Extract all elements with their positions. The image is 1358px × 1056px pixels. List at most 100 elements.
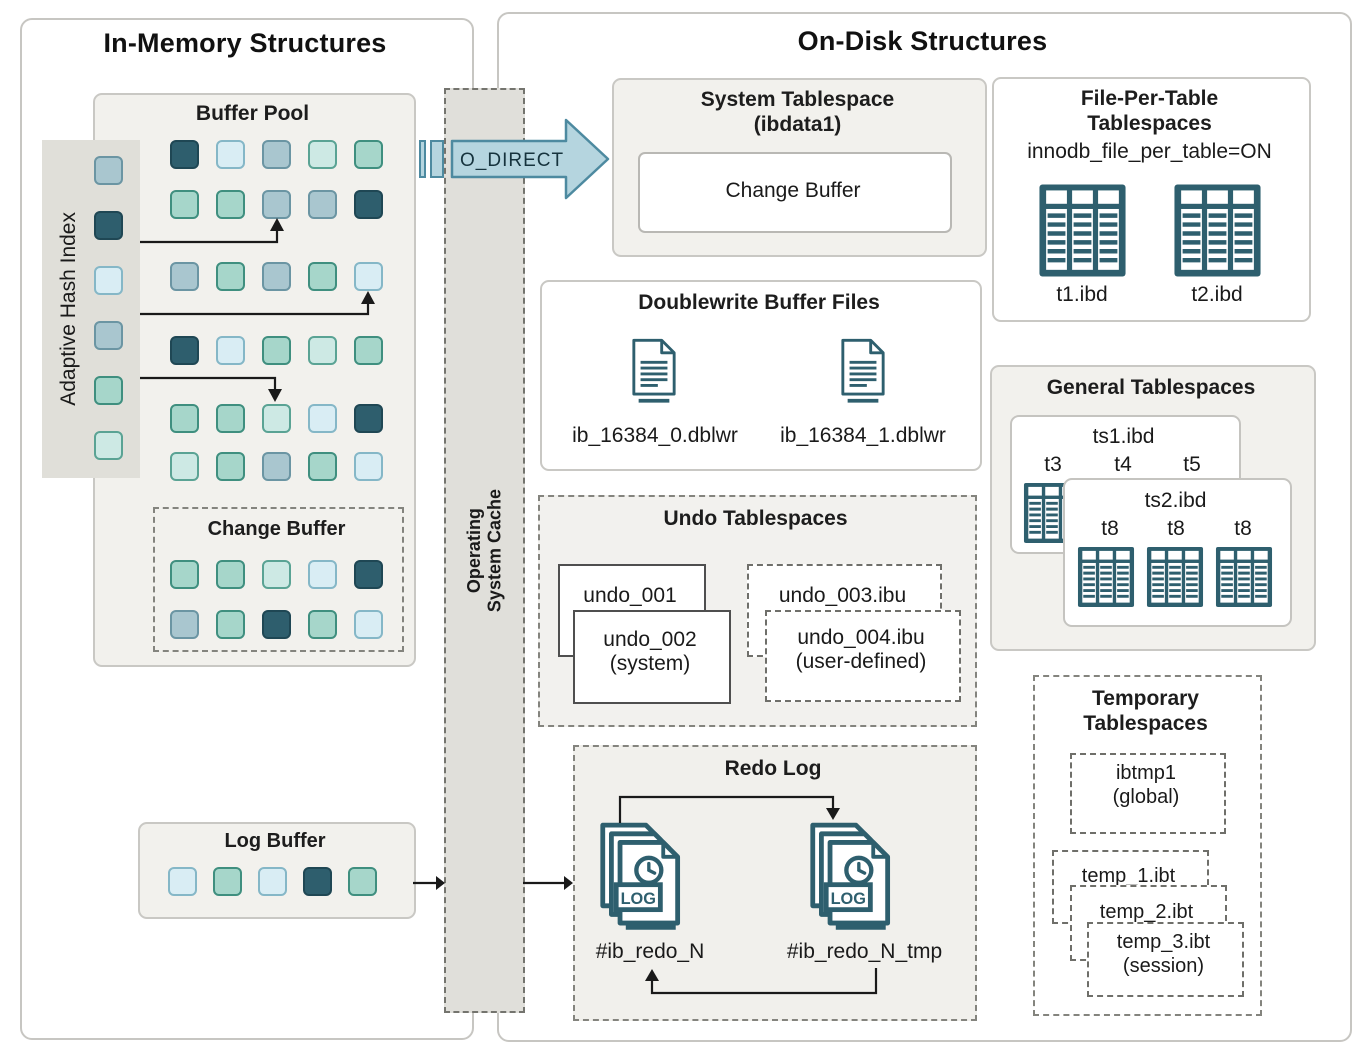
page-cell-bluegray <box>170 610 199 639</box>
change-buffer-box <box>153 507 404 652</box>
adaptive-hash-index-label-wrap: Adaptive Hash Index <box>42 140 96 478</box>
page-cell-paleteal <box>170 452 199 481</box>
page-cell-teal <box>354 140 383 169</box>
page-cell-paleteal <box>262 560 291 589</box>
temporary-title-line2: Tablespaces <box>1083 712 1208 735</box>
page-cell-teal <box>170 560 199 589</box>
doublewrite-box <box>540 280 982 471</box>
page-cell-paleblue <box>216 140 245 169</box>
t2-ibd-label: t2.ibd <box>1191 283 1243 306</box>
page-cell-paleteal <box>308 336 337 365</box>
ts1-label: ts1.ibd <box>1092 425 1155 448</box>
undo-002-box <box>573 610 731 704</box>
temporary-title-line1: Temporary <box>1092 687 1199 710</box>
page-cell-teal <box>262 336 291 365</box>
doublewrite-file2-label: ib_16384_1.dblwr <box>780 424 946 447</box>
buffer-pool-row <box>170 140 383 169</box>
page-cell-bluegray <box>262 140 291 169</box>
document-icon <box>839 336 887 406</box>
ts1-table-label: t4 <box>1114 453 1132 476</box>
log-buffer-title: Log Buffer <box>224 830 326 852</box>
document-icon <box>630 336 678 406</box>
log-buffer-row <box>168 867 377 896</box>
temp1-label: temp_1.ibt <box>1081 865 1176 887</box>
buffer-pool-row <box>170 190 383 219</box>
page-cell-bluegray <box>262 262 291 291</box>
ibtmp1-label: ibtmp1 <box>1115 762 1177 784</box>
buffer-pool-title: Buffer Pool <box>195 102 310 125</box>
ts2-label: ts2.ibd <box>1144 489 1207 512</box>
undo-004-box <box>765 610 961 702</box>
buffer-pool-row <box>170 336 383 365</box>
undo-tablespaces-title: Undo Tablespaces <box>663 507 848 530</box>
table-icon <box>1215 546 1273 608</box>
undo-003-label: undo_003.ibu <box>778 584 907 607</box>
system-change-buffer-label: Change Buffer <box>725 179 861 202</box>
page-cell-teal <box>170 404 199 433</box>
table-icon <box>1077 546 1135 608</box>
page-cell-teal <box>354 336 383 365</box>
page-cell-bluegray <box>94 321 123 350</box>
change-buffer-row <box>170 560 383 589</box>
temp2-label: temp_2.ibt <box>1099 901 1194 923</box>
page-cell-dark <box>170 140 199 169</box>
redo-log-title: Redo Log <box>724 757 822 780</box>
page-cell-bluegray <box>170 262 199 291</box>
redo-file2-label: #ib_redo_N_tmp <box>786 940 943 963</box>
page-cell-dark <box>303 867 332 896</box>
ts1-table-label: t3 <box>1044 453 1062 476</box>
page-cell-teal <box>216 452 245 481</box>
page-cell-bluegray <box>94 156 123 185</box>
undo-001-label: undo_001 <box>583 584 677 607</box>
page-cell-paleblue <box>354 452 383 481</box>
ibtmp1-box <box>1070 753 1226 834</box>
doublewrite-file1-label: ib_16384_0.dblwr <box>572 424 738 447</box>
buffer-pool-row <box>170 262 383 291</box>
in-memory-title: In-Memory Structures <box>103 28 387 58</box>
system-change-buffer-box <box>638 152 952 233</box>
change-buffer-title: Change Buffer <box>207 518 346 540</box>
t1-ibd-label: t1.ibd <box>1056 283 1108 306</box>
ts2-table-label: t8 <box>1101 517 1119 540</box>
page-cell-paleblue <box>258 867 287 896</box>
page-cell-paleblue <box>308 404 337 433</box>
page-cell-teal <box>348 867 377 896</box>
adaptive-hash-index-cells <box>94 156 123 460</box>
table-icon <box>1172 183 1263 278</box>
page-cell-paleteal <box>94 431 123 460</box>
page-cell-dark <box>94 211 123 240</box>
undo-004-label: undo_004.ibu <box>797 626 925 649</box>
page-cell-dark <box>354 560 383 589</box>
page-cell-teal <box>216 404 245 433</box>
on-disk-title: On-Disk Structures <box>797 26 1048 56</box>
page-cell-teal <box>170 190 199 219</box>
page-cell-paleblue <box>94 266 123 295</box>
page-cell-dark <box>170 336 199 365</box>
os-cache-label: Operating System Cache <box>464 489 505 612</box>
page-cell-teal <box>308 610 337 639</box>
doublewrite-title: Doublewrite Buffer Files <box>638 291 880 314</box>
ts2-table-label: t8 <box>1234 517 1252 540</box>
os-cache-label-line2: System Cache <box>484 488 505 613</box>
buffer-pool-row <box>170 452 383 481</box>
page-cell-paleblue <box>354 262 383 291</box>
os-cache-strip: Operating System Cache <box>444 88 525 1013</box>
undo-002-label: undo_002 <box>603 628 697 651</box>
page-cell-paleteal <box>308 140 337 169</box>
page-cell-paleblue <box>168 867 197 896</box>
temp3-sublabel: (session) <box>1122 955 1205 977</box>
page-cell-teal <box>216 190 245 219</box>
page-cell-teal <box>308 262 337 291</box>
page-cell-teal <box>216 560 245 589</box>
page-cell-dark <box>354 404 383 433</box>
ts1-table-label: t5 <box>1183 453 1201 476</box>
undo-004-sublabel: (user-defined) <box>795 650 927 673</box>
file-per-table-setting: innodb_file_per_table=ON <box>1027 140 1272 163</box>
file-per-table-title-line1: File-Per-Table <box>1080 87 1219 110</box>
page-cell-paleblue <box>216 336 245 365</box>
adaptive-hash-index-label: Adaptive Hash Index <box>56 212 80 406</box>
page-cell-bluegray <box>308 190 337 219</box>
temp3-label: temp_3.ibt <box>1116 931 1211 953</box>
page-cell-teal <box>308 452 337 481</box>
